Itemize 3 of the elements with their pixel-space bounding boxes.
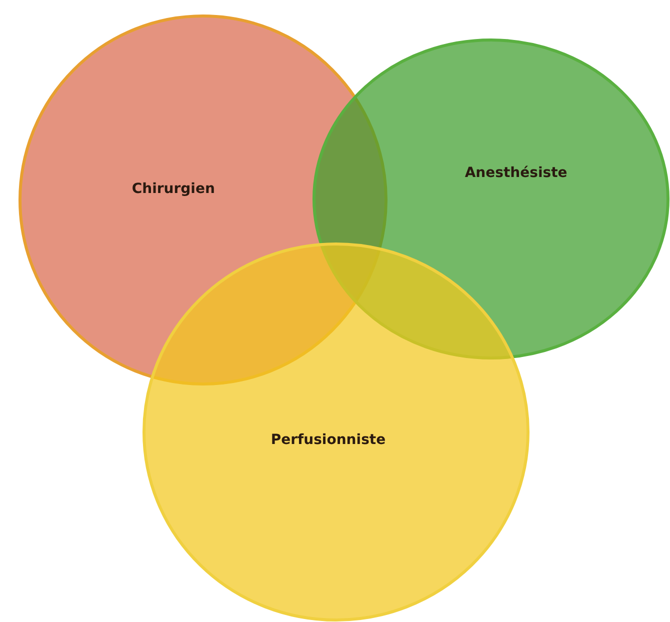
circle-label: Anesthésiste — [464, 165, 568, 182]
circle-label: Perfusionniste — [270, 432, 386, 448]
circle-label: Chirurgien — [132, 180, 215, 197]
